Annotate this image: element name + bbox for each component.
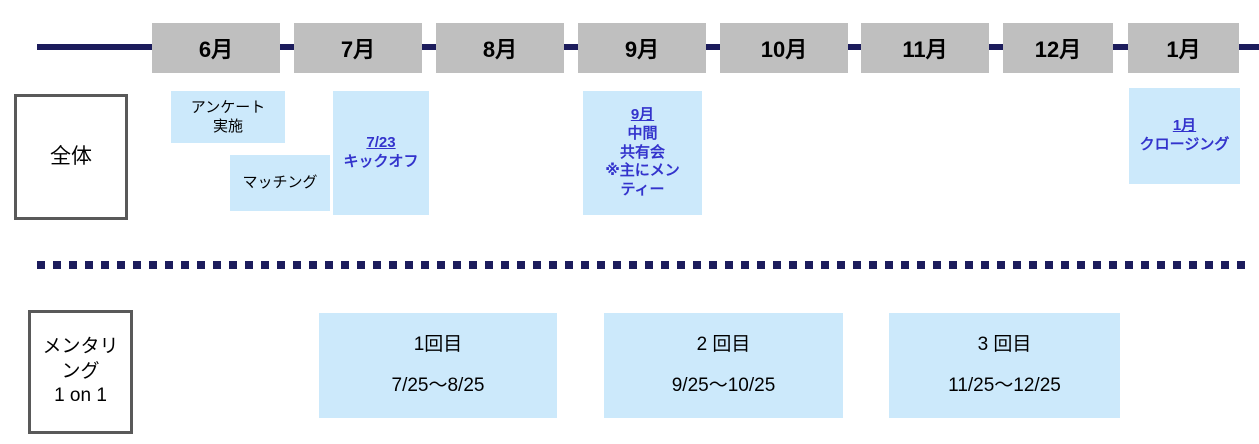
month-label: 7月 [340,37,376,62]
month-box-1[interactable]: 1月 [1128,23,1239,73]
chip-line-2: 実施 [212,118,243,135]
chip-line-1: 7/23 [366,134,396,152]
timeline-segment-2 [421,44,439,50]
chip-text: 9月 中間 共有会 ※主にメン ティー [605,106,680,200]
timeline-segment-6 [987,44,1005,50]
session-title: 1回目 [413,333,463,355]
session-range: 11/25〜12/25 [948,374,1061,396]
month-box-8[interactable]: 8月 [436,23,564,73]
timeline-segment-5 [845,44,863,50]
month-label: 1月 [1166,37,1201,62]
chip-line-1: 1月 [1172,117,1197,135]
mentoring-session-2[interactable]: 2 回目 9/25〜10/25 [604,313,843,418]
session-range: 7/25〜8/25 [391,374,485,396]
row-label-mentoring: メンタリ ング 1 on 1 [28,310,133,434]
month-label: 10月 [760,37,808,62]
session-title: 3 回目 [977,333,1032,355]
row-label-overall: 全体 [14,94,128,220]
chip-line-2: キックオフ [343,153,419,170]
timeline-segment-start [37,44,154,50]
chip-midterm-share[interactable]: 9月 中間 共有会 ※主にメン ティー [583,91,702,215]
month-label: 11月 [902,37,948,62]
section-divider-dotted [37,261,1247,269]
row-label-line-1: メンタリ [42,335,119,357]
chip-survey[interactable]: アンケート 実施 [171,91,285,143]
chip-line-2: クロージング [1139,136,1230,153]
chip-line-3: 共有会 [619,143,665,161]
month-box-6[interactable]: 6月 [152,23,280,73]
mentoring-session-3[interactable]: 3 回目 11/25〜12/25 [889,313,1120,418]
timeline-segment-1 [279,44,297,50]
timeline-segment-7 [1110,44,1128,50]
session-title: 2 回目 [696,333,751,355]
month-label: 6月 [198,37,234,62]
session-range: 9/25〜10/25 [671,374,776,396]
timeline-segment-end [1239,44,1259,50]
month-box-12[interactable]: 12月 [1003,23,1113,73]
mentoring-session-1[interactable]: 1回目 7/25〜8/25 [319,313,557,418]
chip-matching[interactable]: マッチング [230,155,330,211]
month-box-10[interactable]: 10月 [720,23,848,73]
timeline-segment-3 [563,44,581,50]
chip-line-5: ティー [620,181,665,199]
chip-line-2: 中間 [627,124,658,142]
timeline-segment-4 [704,44,722,50]
chip-text: 1月 クロージング [1140,117,1230,155]
chip-text: 7/23 キックオフ [343,134,418,172]
month-label: 9月 [624,37,660,62]
chip-kickoff[interactable]: 7/23 キックオフ [333,91,429,215]
chip-text: アンケート 実施 [191,98,265,137]
chip-line-1: マッチング [242,174,318,192]
month-box-7[interactable]: 7月 [294,23,422,73]
chip-line-1: アンケート [190,98,266,116]
month-box-11[interactable]: 11月 [861,23,989,73]
row-label-text: メンタリ ング 1 on 1 [42,335,118,409]
chip-closing[interactable]: 1月 クロージング [1129,88,1240,184]
chip-line-4: ※主にメン [605,162,680,180]
month-box-9[interactable]: 9月 [578,23,706,73]
row-label-line-3: 1 on 1 [54,385,107,407]
month-label: 12月 [1034,37,1082,62]
chip-line-1: 9月 [630,106,655,124]
row-label-text: 全体 [50,144,92,168]
month-label: 8月 [482,37,518,62]
row-label-line-2: ング [61,360,100,382]
